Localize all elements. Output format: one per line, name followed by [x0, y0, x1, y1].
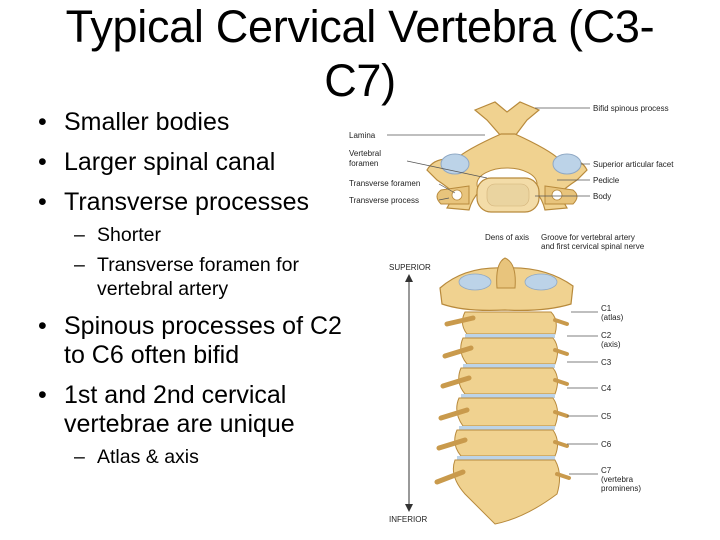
label-c7: C7: [601, 466, 612, 475]
atlas-right-facet: [524, 273, 558, 291]
leader-transverse-process: [438, 197, 450, 201]
label-groove-1: Groove for vertebral artery: [541, 233, 635, 242]
leader-transverse-foramen: [438, 183, 456, 194]
vertebra-stack: [434, 311, 571, 525]
label-superior: SUPERIOR: [389, 263, 431, 272]
label-pedicle: Pedicle: [593, 176, 620, 185]
label-transverse-foramen: Transverse foramen: [349, 179, 420, 188]
bullet-spinous-processes: Spinous processes of C2 to C6 often bifi…: [36, 312, 356, 370]
label-c5: C5: [601, 412, 612, 421]
vertebral-body-trabecular-shape: [486, 183, 530, 207]
right-articular-facet-shape: [552, 153, 582, 175]
bifid-spinous-process-shape: [473, 101, 541, 137]
dens-shape: [496, 257, 516, 289]
label-dens: Dens of axis: [485, 233, 529, 242]
label-superior-facet: Superior articular facet: [593, 160, 674, 169]
label-c2: C2: [601, 331, 612, 340]
bullet-smaller-bodies: Smaller bodies: [36, 108, 356, 137]
label-c7-sub-1: (vertebra: [601, 475, 634, 484]
label-c6: C6: [601, 440, 612, 449]
label-c7-sub-2: prominens): [601, 484, 641, 493]
c3-disc: [463, 364, 555, 368]
c2-shape: [461, 311, 557, 335]
c3-shape: [460, 337, 559, 365]
label-vertebral-foramen-2: foramen: [349, 159, 378, 168]
bullet-unique-vertebrae: 1st and 2nd cervical vertebrae are uniqu…: [36, 381, 356, 439]
label-c2-sub: (axis): [601, 340, 621, 349]
label-inferior: INFERIOR: [389, 515, 427, 524]
c4-disc: [461, 394, 555, 398]
vertebra-superior-view: Bifid spinous process Lamina Vertebral f…: [349, 101, 674, 213]
label-c3: C3: [601, 358, 612, 367]
c6-shape: [454, 429, 559, 457]
label-c1: C1: [601, 304, 612, 313]
bullet-list: Smaller bodies Larger spinal canal Trans…: [36, 108, 356, 480]
left-transverse-foramen-shape: [451, 189, 463, 201]
label-transverse-process: Transverse process: [349, 196, 419, 205]
c5-shape: [456, 397, 559, 427]
vertebra-figure: Bifid spinous process Lamina Vertebral f…: [349, 101, 674, 525]
bullet-larger-canal: Larger spinal canal: [36, 148, 356, 177]
label-vertebral-foramen-1: Vertebral: [349, 149, 381, 158]
cervical-column-view: Dens of axis Groove for vertebral artery…: [389, 233, 645, 525]
c5-disc: [459, 426, 555, 430]
c6-disc: [457, 456, 555, 460]
c2-disc: [465, 334, 555, 338]
slide-title-line-2: C7): [324, 55, 396, 106]
label-body: Body: [593, 192, 611, 201]
bullet-transverse-processes: Transverse processes: [36, 188, 356, 217]
c7-shape: [452, 459, 561, 525]
leader-vertebral-foramen: [406, 160, 488, 179]
atlas-left-facet: [458, 273, 492, 291]
arrow-down-icon: [405, 504, 413, 512]
slide-title: Typical Cervical Vertebra (C3- C7): [0, 0, 720, 108]
subbullet-transverse-foramen: Transverse foramen for vertebral artery: [36, 253, 356, 301]
label-c4: C4: [601, 384, 612, 393]
label-groove-2: and first cervical spinal nerve: [541, 242, 645, 251]
left-articular-facet-shape: [440, 153, 470, 175]
transverse-processes: [553, 318, 571, 480]
subbullet-shorter: Shorter: [36, 223, 356, 247]
label-c1-sub: (atlas): [601, 313, 624, 322]
right-transverse-foramen-shape: [551, 189, 563, 201]
subbullet-atlas-axis: Atlas & axis: [36, 445, 356, 469]
arrow-up-icon: [405, 274, 413, 282]
spinous-processes: [434, 315, 476, 485]
label-lamina: Lamina: [349, 131, 376, 140]
label-bifid-spinous: Bifid spinous process: [593, 104, 669, 113]
slide-title-line-1: Typical Cervical Vertebra (C3-: [65, 1, 655, 52]
c4-shape: [458, 367, 559, 395]
